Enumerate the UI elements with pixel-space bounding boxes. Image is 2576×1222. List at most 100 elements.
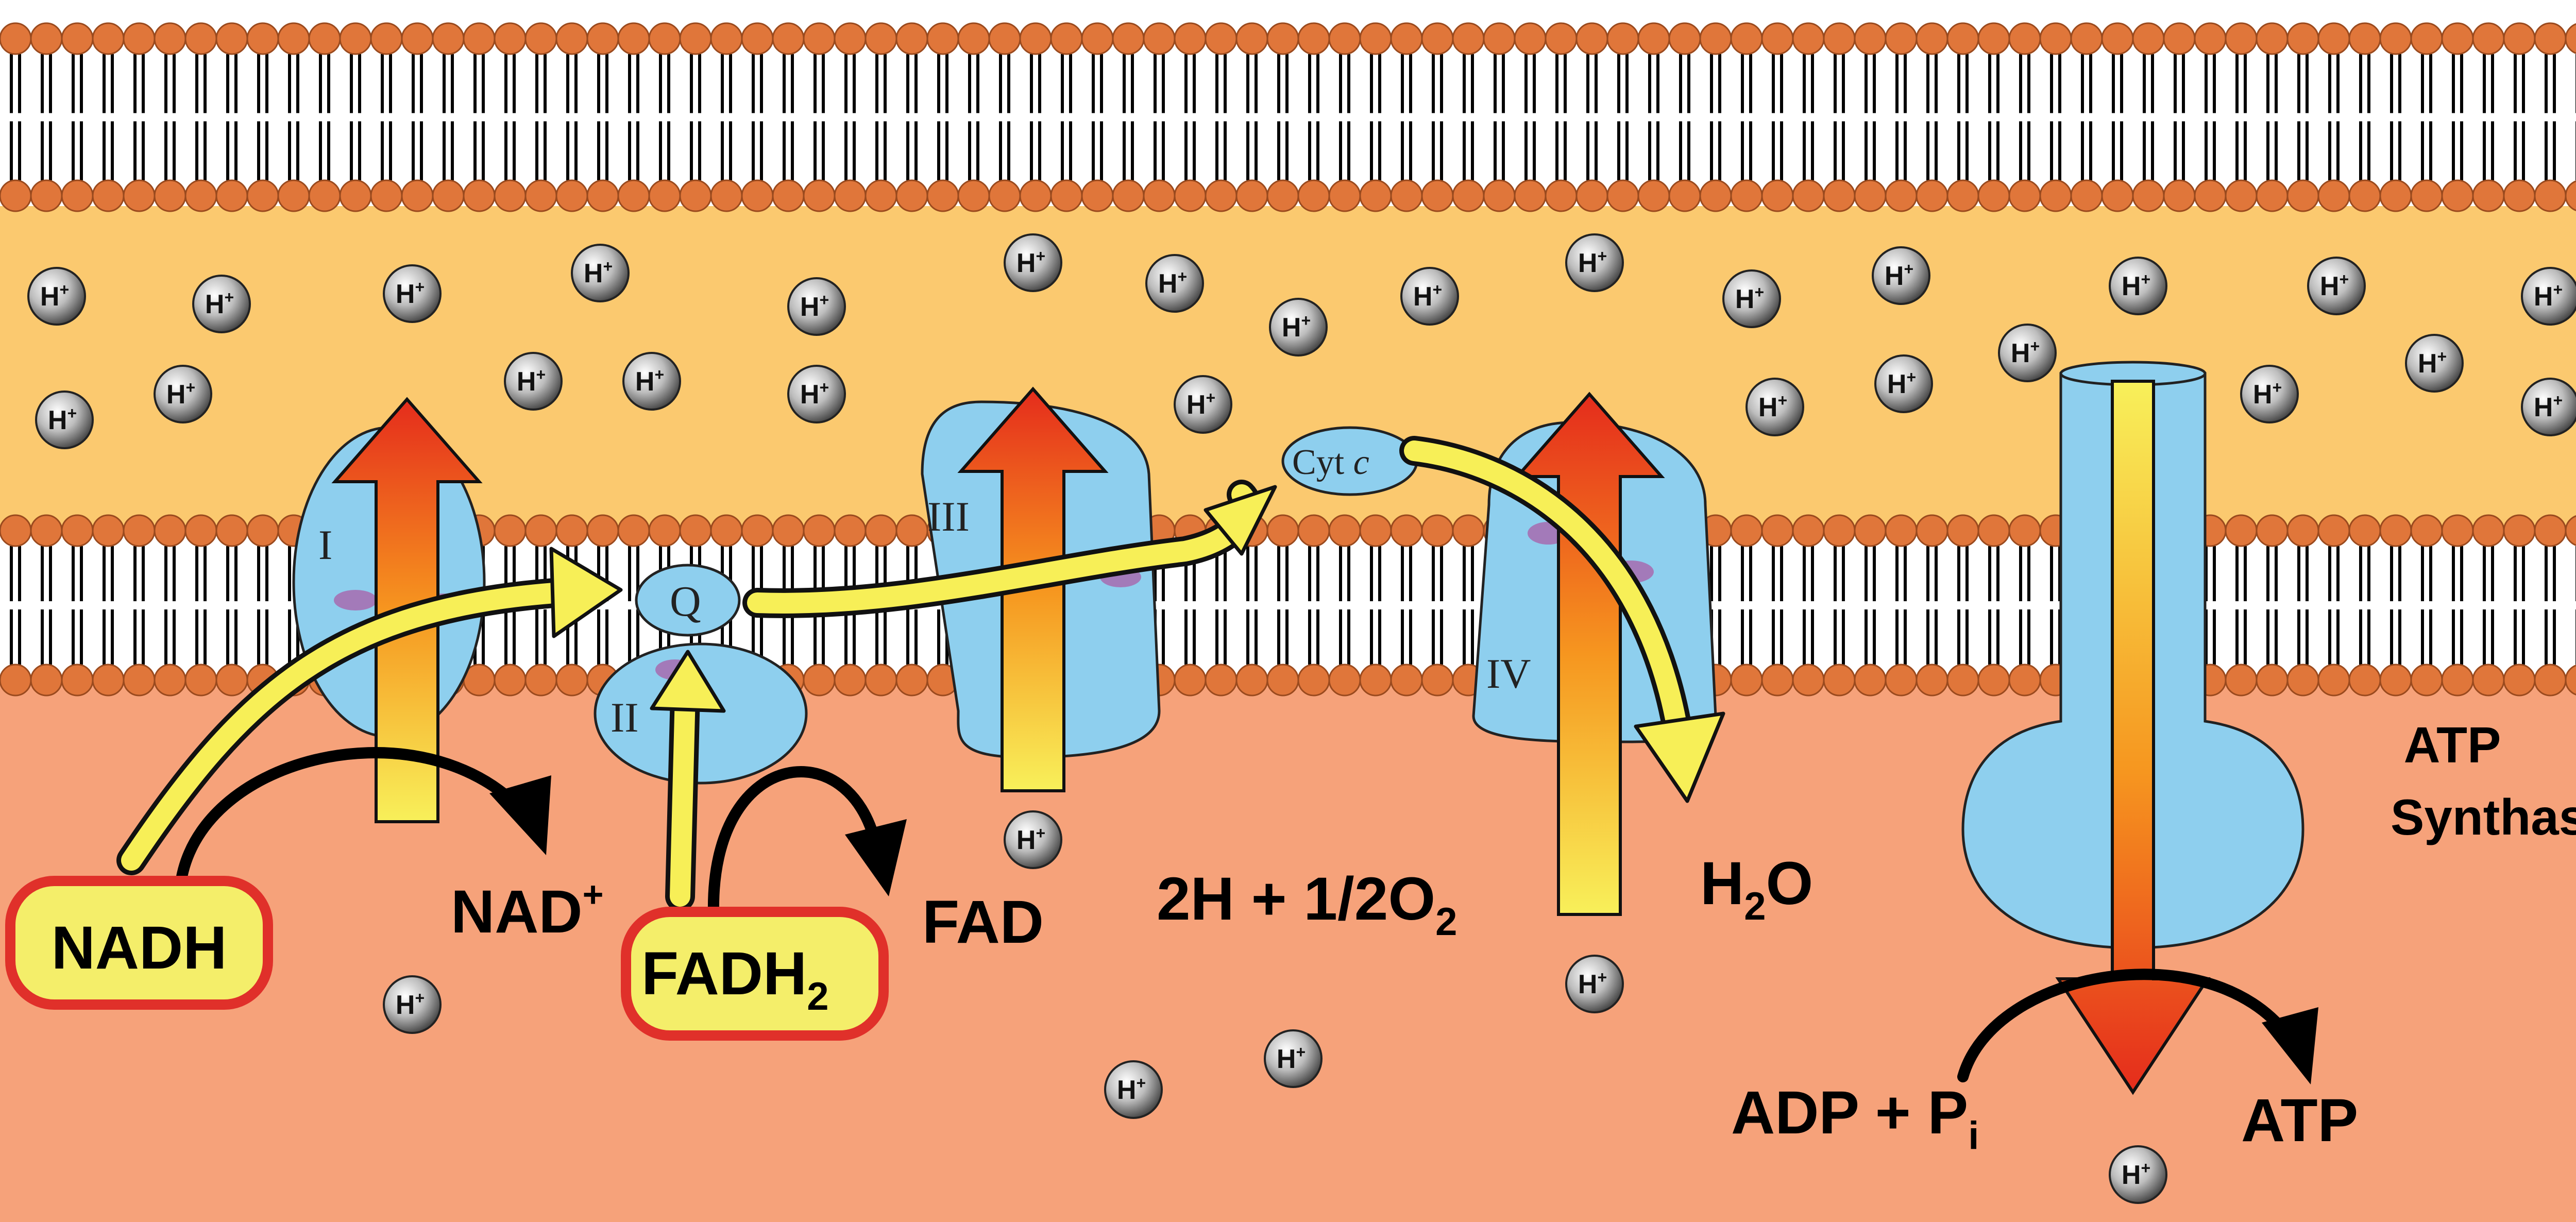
proton-label: H+	[1016, 824, 1045, 855]
outer-membrane-lipid-head	[308, 179, 341, 212]
outer-membrane-lipid-head	[772, 22, 805, 55]
outer-membrane-lipid-head	[834, 22, 867, 55]
inner-membrane-lipid-head	[1854, 514, 1887, 547]
outer-membrane-lipid-head	[30, 22, 63, 55]
outer-membrane-lipid-head	[1050, 179, 1083, 212]
outer-membrane-lipid-head	[494, 179, 527, 212]
outer-membrane-lipid-head	[1792, 179, 1825, 212]
outer-membrane-lipid-head	[957, 22, 990, 55]
outer-membrane-lipid-head	[772, 179, 805, 212]
ubiquinone-Q: Q	[635, 564, 741, 637]
inner-membrane-lipid-head	[2565, 665, 2576, 695]
inner-membrane-lipid-head	[2225, 664, 2258, 697]
outer-membrane-lipid-head	[215, 22, 248, 55]
inner-membrane-lipid-head	[1730, 514, 1763, 547]
inner-membrane-lipid-head	[0, 664, 32, 697]
outer-membrane-lipid-head	[865, 179, 897, 212]
proton-h-plus: H+	[1174, 375, 1232, 434]
cytochrome-c-label: Cyt c	[1292, 443, 1369, 482]
inner-membrane-lipid-head	[2286, 664, 2319, 697]
outer-membrane-lipid-head	[2008, 22, 2041, 55]
outer-membrane-lipid-head	[1545, 179, 1578, 212]
outer-membrane-lipid-head	[123, 179, 156, 212]
outer-membrane-lipid-head	[308, 22, 341, 55]
outer-membrane-lipid-head	[1421, 22, 1454, 55]
outer-membrane-lipid-head	[1514, 179, 1547, 212]
outer-membrane-lipid-head	[277, 22, 310, 55]
inner-membrane-lipid-head	[2348, 664, 2381, 697]
outer-membrane-lipid-head	[2534, 22, 2567, 55]
outer-membrane-lipid-head	[1575, 179, 1608, 212]
proton-h-plus: H+	[154, 365, 212, 423]
outer-membrane-lipid-head	[1575, 22, 1608, 55]
outer-membrane-lipid-head	[1452, 22, 1485, 55]
outer-membrane-lipid-head	[2317, 179, 2350, 212]
outer-membrane-lipid-head	[1390, 22, 1423, 55]
reaction-arrows	[175, 747, 2293, 1082]
outer-membrane-lipid-head	[123, 22, 156, 55]
cytochrome-c: Cyt c	[1281, 426, 1418, 496]
proton-h-plus: H+	[622, 352, 681, 411]
inner-membrane-lipid-head	[1885, 514, 1918, 547]
outer-membrane-lipid-head	[803, 22, 836, 55]
outer-membrane-lipid-head	[494, 22, 527, 55]
outer-membrane-lipid-head	[2565, 23, 2576, 54]
outer-membrane-lipid-head	[2132, 22, 2165, 55]
outer-membrane-lipid-head	[2441, 179, 2474, 212]
inner-membrane-lipid-head	[1328, 514, 1361, 547]
inner-membrane-lipid-head	[1297, 664, 1330, 697]
proton-h-plus: H+	[27, 267, 86, 326]
inner-membrane-lipid-head	[2472, 514, 2505, 547]
nad-label: NAD+	[451, 874, 604, 946]
outer-membrane-lipid-head	[895, 22, 928, 55]
inner-membrane-lipid-head	[2379, 514, 2412, 547]
outer-membrane-lipid-head	[1761, 22, 1794, 55]
proton-label: H+	[1578, 247, 1607, 278]
inner-membrane-lipid-head	[30, 514, 63, 547]
proton-h-plus: H+	[1998, 324, 2057, 382]
outer-membrane-lipid-head	[2163, 179, 2196, 212]
proton-label: H+	[635, 365, 664, 397]
inner-membrane-lipid-head	[92, 514, 125, 547]
inner-membrane-lipid-head	[772, 514, 805, 547]
inner-membrane-lipid-head	[246, 514, 279, 547]
outer-membrane-lipid-head	[586, 22, 619, 55]
inner-membrane-lipid-head	[2472, 664, 2505, 697]
atp-label: ATP	[2241, 1087, 2358, 1155]
proton-h-plus: H+	[2521, 267, 2576, 326]
outer-membrane-lipid-head	[2410, 179, 2443, 212]
outer-membrane-lipid-head	[1823, 179, 1856, 212]
outer-membrane-lipid-head	[1112, 179, 1145, 212]
proton-h-plus: H+	[1565, 955, 1624, 1013]
inner-membrane-lipid-head	[865, 664, 897, 697]
outer-membrane-lipid-head	[1174, 22, 1207, 55]
proton-h-plus: H+	[1145, 254, 1204, 313]
inner-membrane-lipid-head	[1916, 514, 1948, 547]
outer-membrane-lipid-head	[926, 179, 959, 212]
outer-membrane-lipid-head	[2163, 22, 2196, 55]
outer-membrane-lipid-head	[1143, 179, 1176, 212]
outer-membrane-lipid-head	[741, 179, 774, 212]
outer-membrane-lipid-head	[1050, 22, 1083, 55]
proton-label: H+	[2011, 337, 2040, 368]
nadh-label: NADH	[52, 914, 227, 982]
inner-membrane-lipid-head	[0, 514, 32, 547]
inner-membrane-lipid-head	[895, 514, 928, 547]
proton-h-plus: H+	[1400, 267, 1459, 326]
outer-membrane-lipid-head	[154, 179, 187, 212]
outer-membrane-lipid-head	[2101, 179, 2134, 212]
outer-membrane-lipid-head	[2348, 179, 2381, 212]
outer-membrane-lipid-head	[1699, 22, 1732, 55]
inner-membrane-lipid-head	[184, 664, 217, 697]
outer-membrane-lipid-head	[1266, 22, 1299, 55]
outer-membrane-lipid-head	[1359, 179, 1392, 212]
inner-membrane-lipid-head	[154, 664, 187, 697]
outer-membrane-lipid-head	[92, 22, 125, 55]
outer-membrane-lipid-head	[617, 22, 650, 55]
outer-membrane-lipid-head	[0, 179, 32, 212]
outer-membrane-lipid-head	[154, 22, 187, 55]
outer-membrane-lipid-head	[1668, 22, 1701, 55]
inner-membrane-lipid-head	[2256, 664, 2289, 697]
outer-membrane-lipid-head	[184, 22, 217, 55]
